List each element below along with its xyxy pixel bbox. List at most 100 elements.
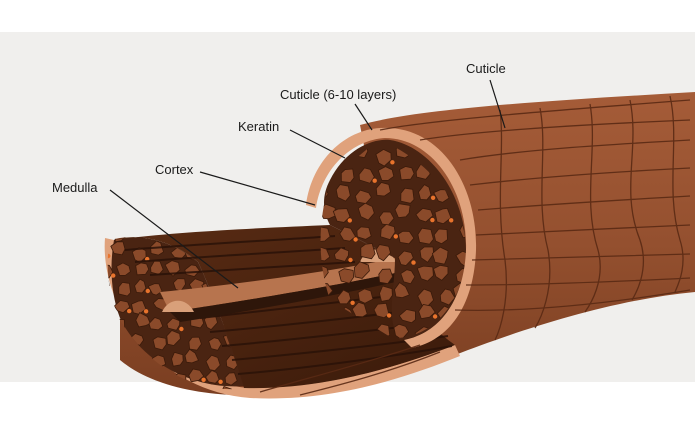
keratin-cell — [116, 262, 131, 276]
cell-gap — [348, 257, 353, 263]
cell-gap — [449, 218, 454, 223]
keratin-cell — [132, 386, 146, 390]
cell-gap — [411, 260, 416, 265]
cell-gap — [127, 308, 132, 314]
keratin-cell — [398, 309, 416, 324]
cell-gap — [430, 217, 435, 223]
keratin-cell — [399, 166, 415, 181]
keratin-cell — [205, 370, 220, 384]
keratin-cell — [171, 351, 184, 367]
keratin-cell — [434, 207, 452, 225]
keratin-cell — [397, 230, 415, 245]
label-cortex: Cortex — [155, 162, 194, 177]
medulla-dome-front — [162, 300, 194, 312]
keratin-cell — [111, 388, 126, 390]
cell-gap — [393, 234, 398, 239]
cuticle-grooves — [259, 95, 691, 396]
label-keratin: Keratin — [238, 119, 280, 134]
keratin-cell — [397, 250, 414, 266]
keratin-cell — [356, 226, 372, 240]
keratin-cell — [353, 261, 370, 279]
keratin-cell — [110, 241, 126, 256]
keratin-cell — [205, 354, 221, 372]
keratin-cell — [358, 167, 375, 184]
label-cuticle: Cuticle — [466, 61, 506, 76]
keratin-cell — [340, 168, 355, 183]
keratin-cell — [167, 388, 183, 390]
leader-lines — [109, 79, 506, 289]
keratin-cell — [417, 227, 434, 245]
keratin-cell — [152, 336, 167, 351]
cell-gap — [201, 377, 206, 382]
keratin-cell — [336, 289, 352, 305]
keratin-cell — [415, 207, 434, 223]
keratin-cell — [184, 264, 201, 277]
keratin-cell — [224, 372, 238, 386]
keratin-cell — [148, 317, 164, 331]
keratin-cell — [379, 285, 393, 302]
cell-gap — [432, 314, 438, 319]
keratin-cell — [134, 278, 147, 294]
keratin-cell — [166, 330, 181, 346]
back-cross-section — [324, 139, 466, 340]
keratin-cell — [431, 246, 449, 265]
cell-gap — [372, 178, 377, 183]
keratin-cell — [378, 268, 394, 285]
label-cuticle-layers: Cuticle (6-10 layers) — [280, 87, 397, 102]
keratin-cell — [204, 393, 219, 407]
keratin-cell — [333, 247, 350, 262]
keratin-cell — [400, 187, 415, 204]
medulla-band-dark-edge — [170, 272, 404, 322]
keratin-cell — [132, 236, 150, 239]
keratin-cell — [375, 182, 391, 197]
keratin-cell — [418, 304, 436, 320]
keratin-cell — [188, 336, 202, 351]
keratin-cell — [107, 385, 110, 390]
keratin-cell — [433, 228, 448, 245]
keratin-cell — [335, 184, 351, 202]
keratin-cell — [320, 246, 331, 262]
leader-cuticle — [489, 79, 506, 129]
cell-gap — [386, 313, 392, 318]
keratin-cell — [332, 208, 351, 223]
cell-gap — [350, 300, 355, 305]
keratin-cell — [148, 386, 163, 390]
keratin-cell — [135, 262, 150, 276]
keratin-cell — [418, 184, 432, 201]
keratin-cell — [394, 282, 410, 299]
keratin-cell — [220, 386, 234, 390]
keratin-cell — [360, 243, 376, 260]
keratin-cell — [400, 269, 416, 285]
cell-gap — [179, 326, 184, 332]
keratin-cell — [433, 264, 449, 281]
keratin-cell — [439, 288, 456, 306]
keratin-cell — [339, 226, 357, 242]
cell-gap — [145, 288, 150, 294]
cell-gap — [353, 237, 358, 242]
keratin-cell — [208, 337, 222, 351]
keratin-cell — [338, 268, 355, 284]
keratin-cell — [357, 288, 374, 304]
keratin-cell — [377, 166, 395, 181]
keratin-cell — [188, 368, 205, 383]
keratin-cell — [135, 312, 151, 328]
cell-gap — [107, 253, 111, 259]
cell-gap — [143, 309, 149, 314]
keratin-cell — [357, 202, 375, 221]
keratin-cell — [373, 302, 390, 319]
keratin-cell — [394, 203, 411, 219]
cell-gap — [430, 195, 436, 200]
keratin-cell — [375, 244, 391, 262]
cell-gap — [200, 398, 204, 402]
keratin-cell — [393, 323, 410, 339]
cell-gap — [347, 218, 352, 223]
keratin-cell — [147, 283, 163, 296]
cell-gap — [111, 273, 116, 278]
keratin-cell — [380, 223, 396, 241]
label-medulla: Medulla — [52, 180, 98, 195]
keratin-cell — [375, 148, 392, 167]
keratin-cell — [416, 265, 434, 282]
leader-medulla — [109, 189, 239, 289]
